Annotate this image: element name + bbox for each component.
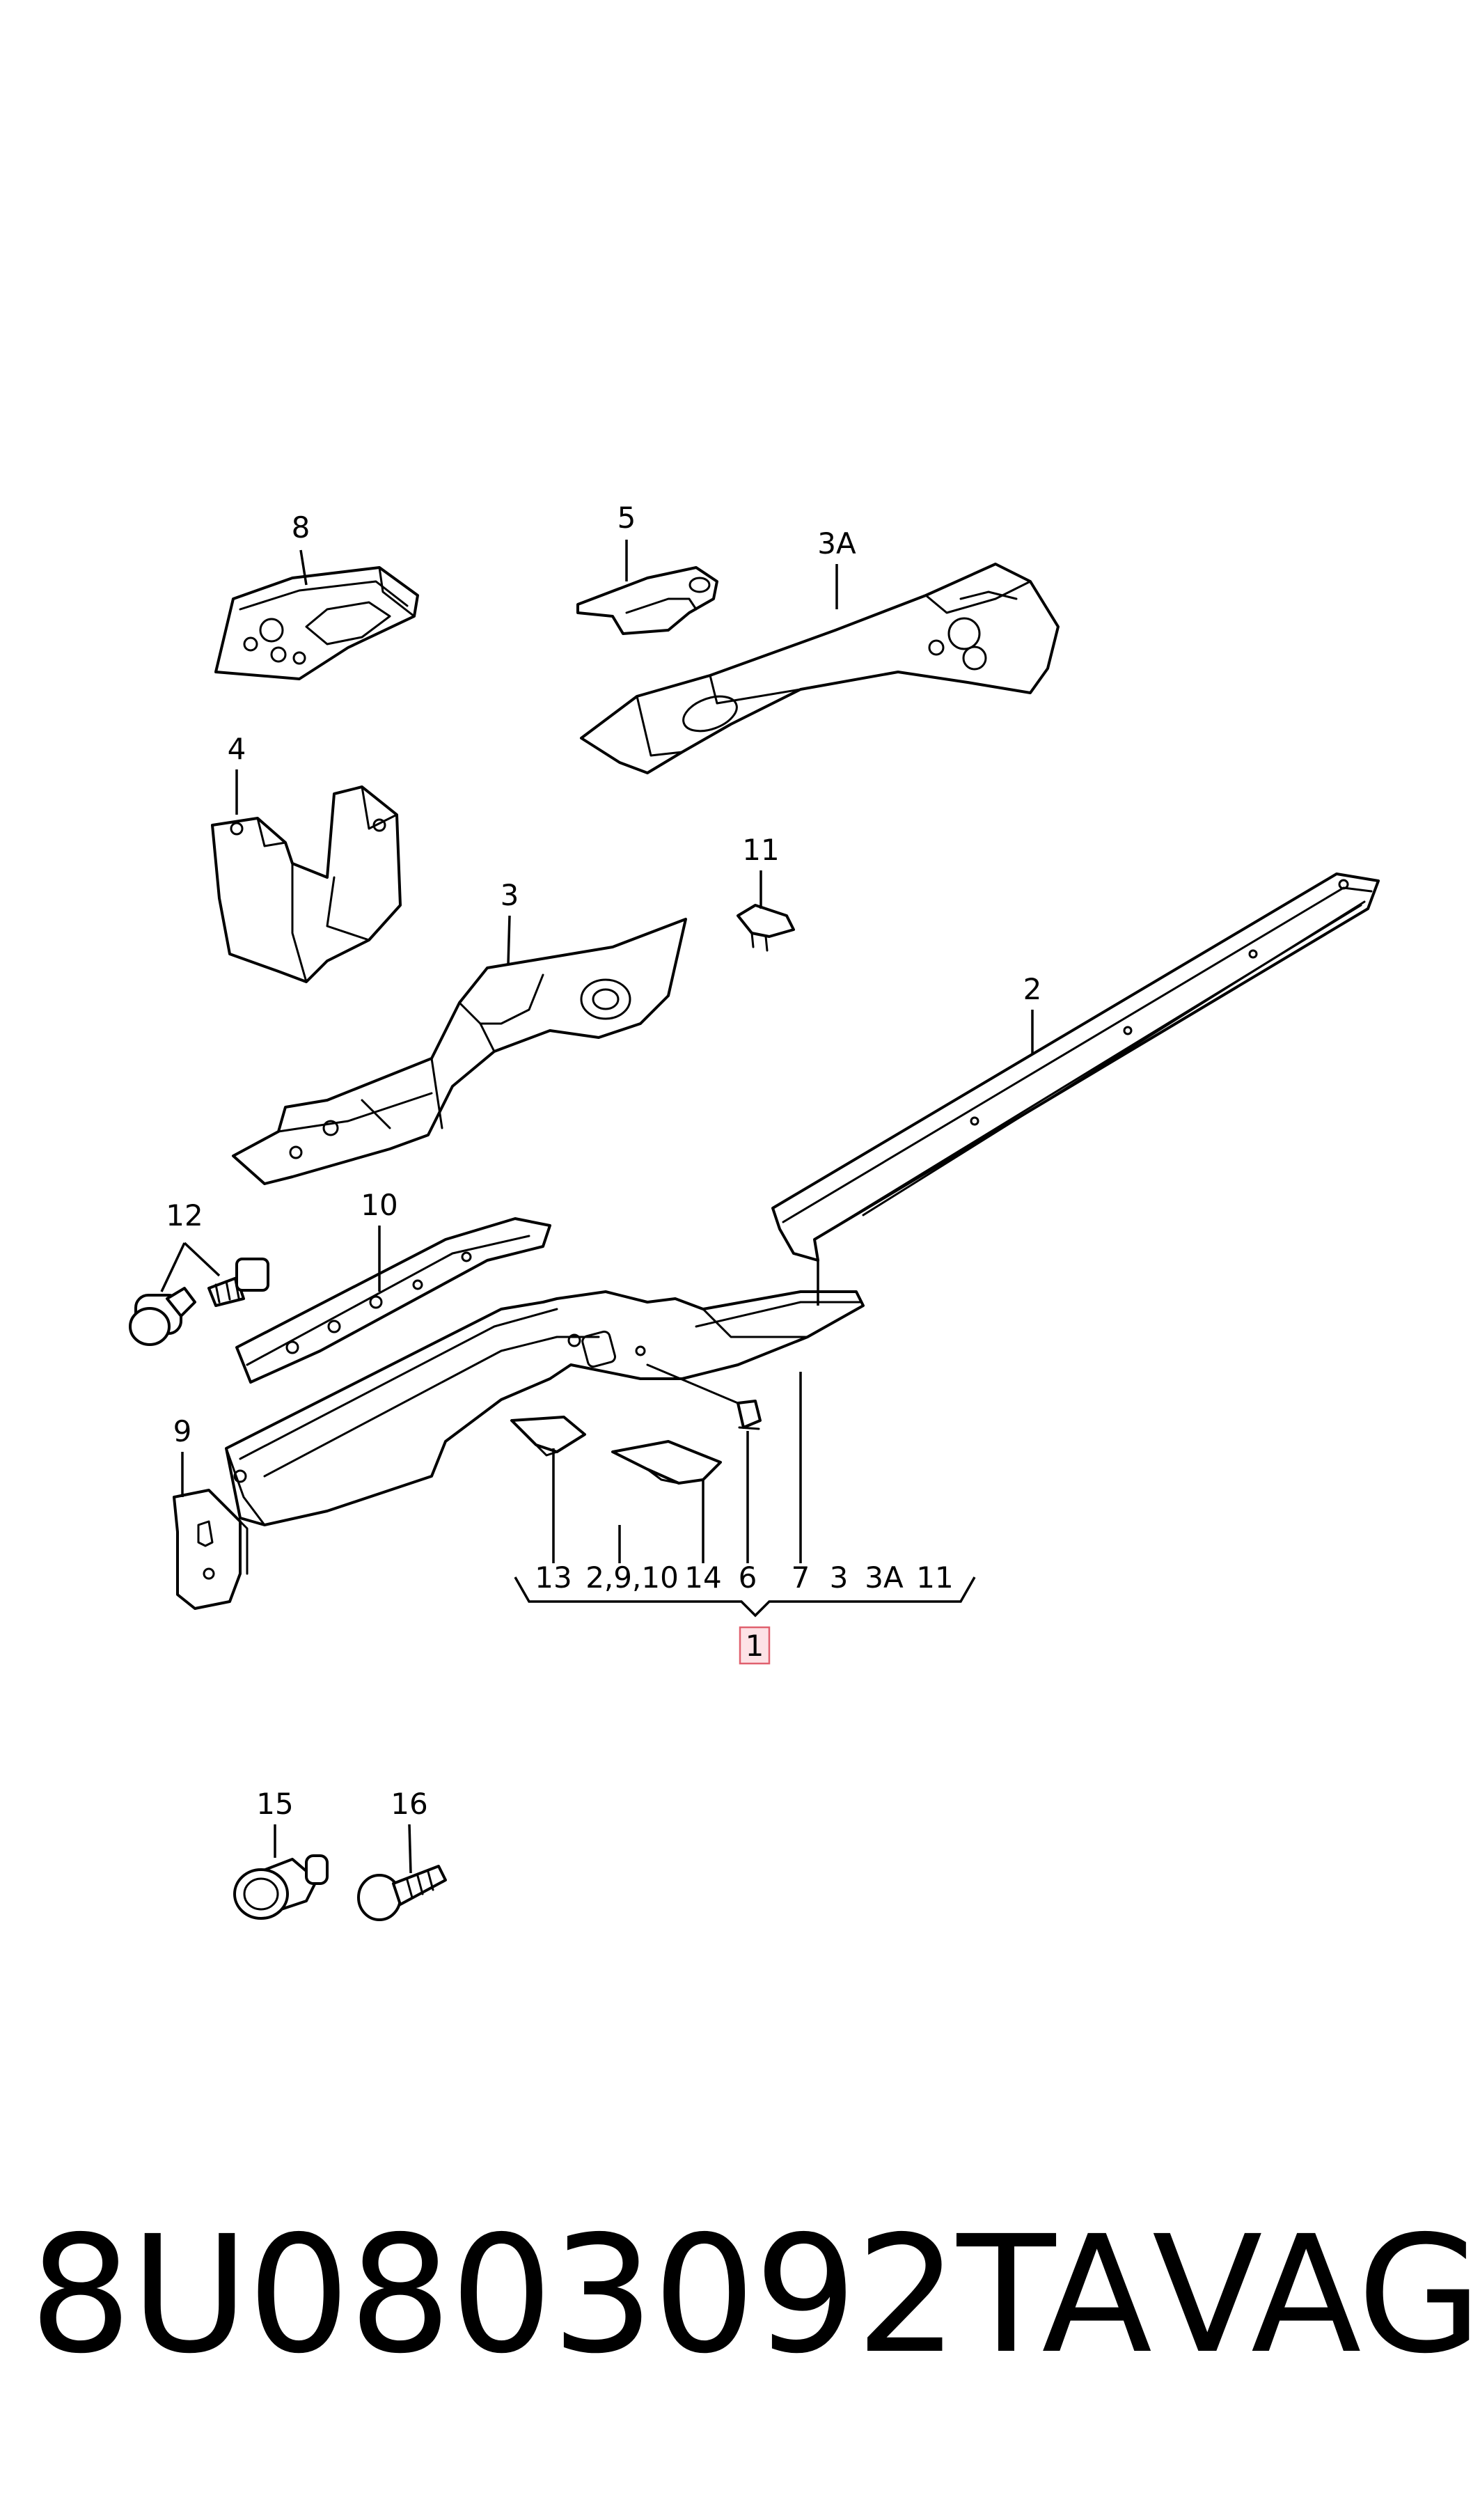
part-12-bolts[interactable] [129,1258,269,1346]
row-item-14[interactable]: 14 [684,1560,721,1595]
part-14-bracket[interactable] [611,1440,722,1485]
callout-3a[interactable]: 3A [817,526,856,561]
callout-11[interactable]: 11 [742,833,779,867]
callout-12[interactable]: 12 [166,1198,203,1232]
part-11-clip[interactable] [737,904,795,952]
part-15-plug[interactable] [233,1854,329,1920]
assembly-callout-row: 13 2,9,10 14 6 7 3 3A 11 [535,1560,953,1595]
part-5-bracket[interactable] [576,566,718,635]
group-label-highlight [739,1626,771,1665]
leader-3 [507,915,511,965]
part-4-bracket[interactable] [211,785,402,983]
row-item-6[interactable]: 6 [739,1560,757,1595]
callout-9[interactable]: 9 [173,1414,192,1448]
row-item-3a[interactable]: 3A [865,1560,904,1595]
row-item-2-9-10[interactable]: 2,9,10 [585,1560,679,1595]
group-label-text: 1 [746,1629,764,1663]
leader-12a [160,1242,186,1292]
callout-4[interactable]: 4 [228,732,246,766]
leader-8 [299,549,308,586]
part-10-reinforcement[interactable] [235,1217,551,1384]
callout-15[interactable]: 15 [256,1787,293,1821]
row-item-7[interactable]: 7 [792,1560,810,1595]
assembly-group-label[interactable]: 1 [739,1626,771,1665]
part-6-clip[interactable] [737,1400,762,1430]
part-3-side-member[interactable] [232,918,687,1185]
brand-caption: VAG [1152,2201,1480,2389]
part-3a-side-member[interactable] [580,563,1060,774]
part-8-bracket[interactable] [214,566,419,680]
part-1-main-assembly[interactable] [225,1290,865,1526]
part-16-rivet[interactable] [357,1865,447,1921]
leader-16 [408,1824,412,1874]
callout-2[interactable]: 2 [1023,972,1042,1006]
row-item-3[interactable]: 3 [830,1560,849,1595]
callout-3[interactable]: 3 [501,878,519,912]
leader-12b [183,1242,221,1277]
callout-10[interactable]: 10 [361,1188,397,1222]
row-item-11[interactable]: 11 [916,1560,953,1595]
row-item-13[interactable]: 13 [535,1560,572,1595]
part-2-sill[interactable] [771,872,1380,1262]
callout-16[interactable]: 16 [391,1787,427,1821]
part-13-bracket[interactable] [510,1416,586,1457]
callout-5[interactable]: 5 [617,501,636,535]
part-number-caption: 8U0803092TA [29,2201,1152,2389]
callout-8[interactable]: 8 [292,510,310,545]
assembly-brace [514,1576,976,1618]
part-9-plate[interactable] [173,1489,249,1610]
